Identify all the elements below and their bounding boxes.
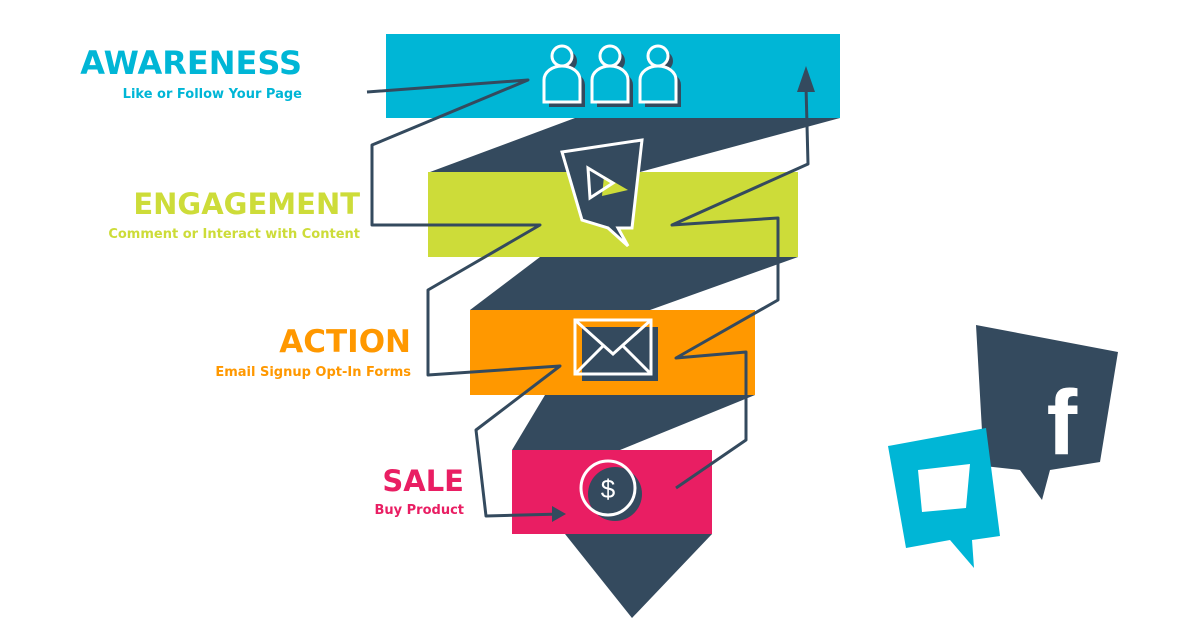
- dollar-coin-icon: [579, 459, 642, 521]
- journey-arrowhead-sale: [552, 506, 566, 522]
- funnel-ribbon-3: [512, 395, 755, 450]
- sale-subtitle: Buy Product: [374, 503, 464, 518]
- facebook-speech-bubble-icon: [976, 325, 1118, 500]
- journey-path: [366, 78, 563, 518]
- action-title: ACTION: [279, 324, 411, 360]
- people-icon: [542, 44, 681, 107]
- engagement-title: ENGAGEMENT: [133, 187, 360, 221]
- engagement-subtitle: Comment or Interact with Content: [108, 227, 360, 242]
- action-subtitle: Email Signup Opt-In Forms: [215, 365, 411, 380]
- funnel-ribbon-2: [470, 257, 798, 310]
- envelope-icon: [573, 318, 658, 381]
- sale-title: SALE: [382, 464, 464, 498]
- facebook-letter: f: [1047, 372, 1078, 474]
- video-chat-icon: [560, 138, 644, 248]
- funnel-ribbon-tip: [565, 534, 712, 618]
- journey-arrowhead-top: [797, 66, 815, 92]
- awareness-subtitle: Like or Follow Your Page: [123, 87, 303, 102]
- chat-bubble-icon: [888, 428, 1000, 568]
- journey-path-return: [670, 85, 810, 490]
- dollar-sign: $: [601, 474, 616, 504]
- awareness-title: AWARENESS: [80, 44, 302, 82]
